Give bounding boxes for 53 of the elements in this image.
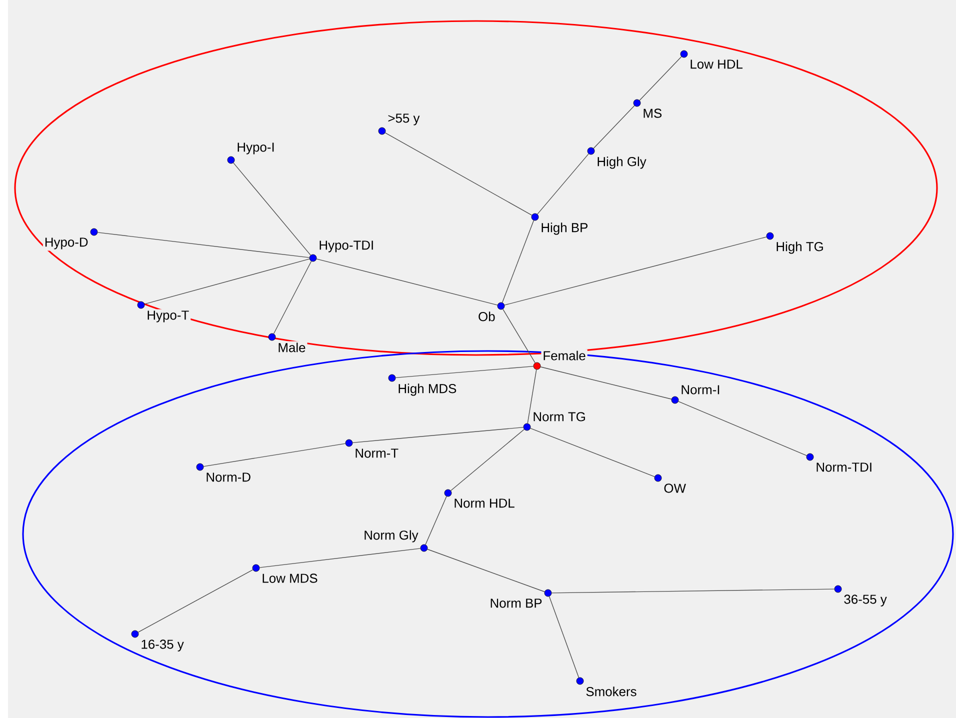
node-label: Smokers [586, 686, 636, 696]
node-label: Ob [478, 312, 495, 322]
node-label: Norm-I [682, 385, 720, 394]
connector-line [548, 596, 580, 678]
node-label: High MDS [398, 384, 456, 396]
connector-line [203, 443, 346, 467]
node-label: Male [278, 342, 306, 352]
node-label: Norm BP [490, 598, 542, 608]
connector-line [427, 548, 545, 592]
connector-line [316, 258, 498, 306]
node-label: High Gly [598, 156, 646, 169]
node-label: Norm TG [534, 412, 585, 422]
connector-line [138, 569, 254, 633]
connector-line [273, 260, 312, 334]
node-label: Norm Gly [364, 530, 418, 542]
connector-line [144, 258, 310, 304]
node-label: Female [544, 350, 586, 360]
connector-line [540, 366, 672, 400]
node-label: Norm-T [356, 448, 398, 458]
node-label: Hypo-T [148, 310, 189, 322]
node-label: 16-35 y [142, 640, 184, 652]
node-label: Hypo-D [45, 238, 88, 250]
connector-line [504, 236, 767, 306]
connector-line [425, 496, 447, 545]
connector-line [530, 428, 655, 477]
connector-line [450, 429, 525, 491]
connector-line [593, 105, 635, 149]
connector-line [395, 366, 534, 378]
node-label: Norm HDL [454, 498, 514, 508]
connector-line [527, 369, 537, 424]
node-label: High TG [776, 242, 823, 254]
node-label: High BP [542, 222, 588, 235]
connector-line [259, 548, 421, 568]
connector-line [384, 132, 532, 216]
node-label: OW [664, 484, 686, 493]
connector-line [502, 308, 536, 364]
node-label: 36-55 y [844, 594, 887, 606]
node-label: MS [644, 108, 662, 118]
node-label: Norm-D [206, 472, 250, 482]
node-label: >55 y [388, 114, 420, 126]
connector-line [537, 153, 589, 215]
node-label: Hypo-I [238, 142, 274, 154]
connector-line [97, 232, 310, 258]
connector-line [502, 220, 534, 303]
node-label: Low HDL [690, 60, 743, 69]
node-label: Hypo-TDI [320, 240, 373, 252]
node-label: Low MDS [262, 574, 318, 583]
connector-line [551, 588, 835, 594]
connector-line [352, 426, 524, 444]
node-label: Norm-TDI [816, 462, 872, 472]
connector-line [678, 401, 807, 456]
connector-line [233, 162, 311, 256]
connector-line [639, 56, 682, 101]
